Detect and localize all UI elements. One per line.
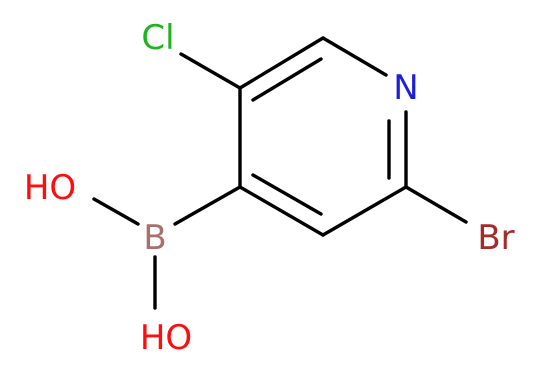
bromine-label: Br [477,218,514,258]
boron-label: B [143,218,166,258]
bond-c6-n [321,36,388,77]
bond-c3-c4-inner [251,173,323,216]
bond-c5-c6 [238,36,325,90]
bond-c3-c4 [238,185,325,237]
bond-c2-c3 [321,185,408,237]
bond-c5-c6-inner [251,57,323,102]
bond-c4-b [173,185,242,226]
nitrogen-label: N [393,68,418,108]
bond-b-oh-top [92,197,140,226]
bond-c5-cl [179,52,242,90]
chlorine-label: Cl [141,18,174,58]
hydroxyl-top-label: HO [24,168,76,208]
bond-c2-br [404,185,468,224]
hydroxyl-bottom-label: HO [140,318,192,358]
